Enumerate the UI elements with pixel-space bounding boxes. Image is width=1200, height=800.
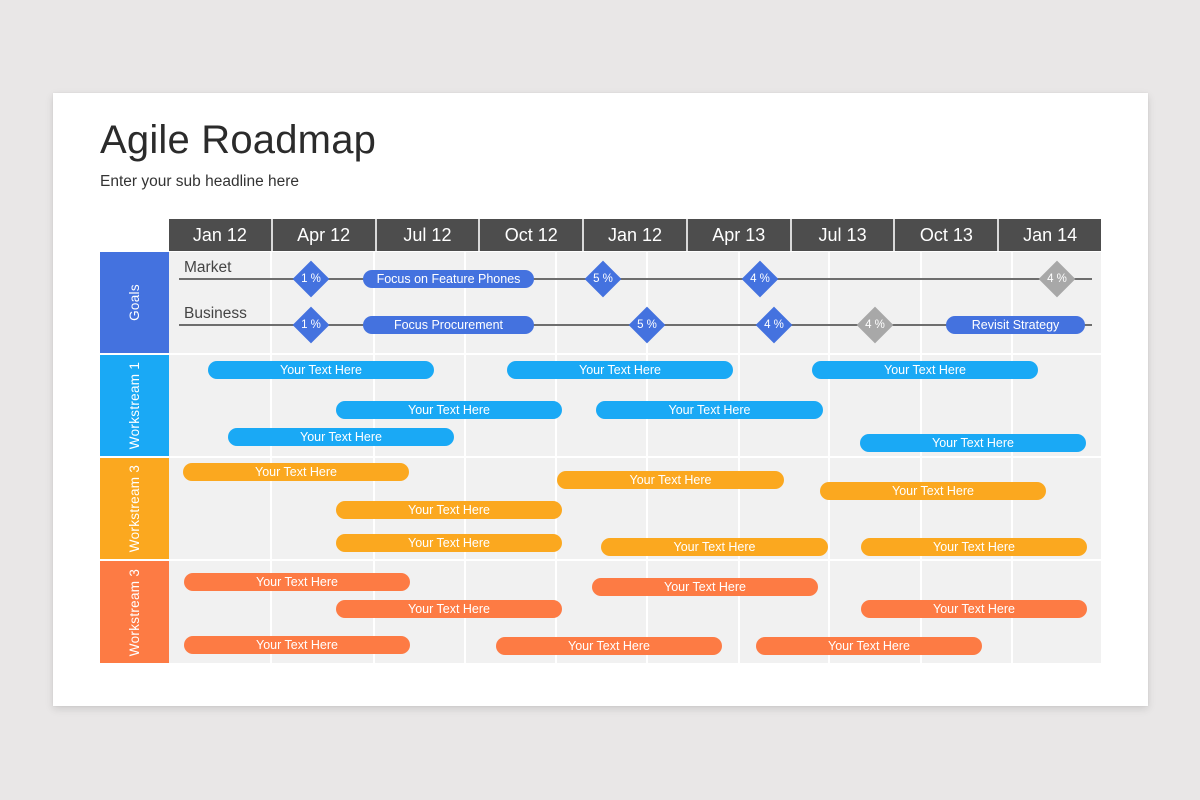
timeline-column-header: Apr 12 (270, 219, 375, 251)
grid-line (828, 458, 830, 559)
band-label-text: Workstream 1 (127, 361, 142, 450)
grid-line (373, 252, 375, 353)
grid-line (920, 458, 922, 559)
grid-line (828, 252, 830, 353)
grid-line (828, 561, 830, 663)
goal-pill-business: Revisit Strategy (946, 316, 1085, 334)
band-label-text: Goals (127, 284, 142, 321)
task-bar[interactable]: Your Text Here (596, 401, 823, 419)
timeline-column-header: Jan 12 (582, 219, 686, 251)
grid-line (464, 252, 466, 353)
timeline-header: Jan 12 Apr 12 Jul 12 Oct 12 Jan 12 Apr 1… (169, 219, 1102, 251)
grid-line (270, 561, 272, 663)
task-bar[interactable]: Your Text Here (228, 428, 454, 446)
band-label-goals: Goals (100, 252, 169, 353)
grid-line (920, 355, 922, 456)
band-label-workstream-1: Workstream 1 (100, 355, 169, 456)
timeline-column-header: Oct 13 (893, 219, 998, 251)
goal-line-market (179, 278, 1092, 280)
band-label-text: Workstream 3 (127, 568, 142, 656)
grid-line (1011, 355, 1013, 456)
task-bar[interactable]: Your Text Here (336, 534, 562, 552)
task-bar[interactable]: Your Text Here (208, 361, 434, 379)
task-bar[interactable]: Your Text Here (756, 637, 982, 655)
task-bar[interactable]: Your Text Here (184, 636, 410, 654)
goal-label-business: Business (184, 305, 247, 322)
grid-line (270, 355, 272, 456)
grid-line (555, 252, 557, 353)
milestone-value: 1 % (301, 273, 321, 285)
goal-label-market: Market (184, 259, 232, 276)
timeline-column-header: Jan 14 (997, 219, 1102, 251)
timeline-column-header: Apr 13 (685, 219, 790, 251)
page-title: Agile Roadmap (100, 118, 377, 162)
grid-line (1011, 252, 1013, 353)
milestone-value: 4 % (750, 273, 770, 285)
grid-line (270, 458, 272, 559)
task-bar[interactable]: Your Text Here (861, 538, 1087, 556)
band-label-workstream-3b: Workstream 3 (100, 561, 169, 663)
timeline-column-header: Jul 12 (374, 219, 479, 251)
grid-line (646, 561, 648, 663)
band-label-workstream-3a: Workstream 3 (100, 458, 169, 559)
grid-line (828, 355, 830, 456)
task-bar[interactable]: Your Text Here (496, 637, 722, 655)
task-bar[interactable]: Your Text Here (820, 482, 1046, 500)
grid-line (1011, 458, 1013, 559)
band-body-goals (169, 252, 1101, 353)
milestone-value: 4 % (1047, 273, 1067, 285)
grid-line (646, 458, 648, 559)
task-bar[interactable]: Your Text Here (183, 463, 409, 481)
task-bar[interactable]: Your Text Here (557, 471, 784, 489)
task-bar[interactable]: Your Text Here (184, 573, 410, 591)
task-bar[interactable]: Your Text Here (336, 401, 562, 419)
task-bar[interactable]: Your Text Here (860, 434, 1086, 452)
timeline-column-header: Jul 13 (789, 219, 894, 251)
task-bar[interactable]: Your Text Here (336, 501, 562, 519)
milestone-value: 5 % (637, 319, 657, 331)
milestone-value: 4 % (764, 319, 784, 331)
timeline-column-header: Jan 12 (169, 219, 271, 251)
band-label-text: Workstream 3 (127, 464, 142, 553)
milestone-value: 1 % (301, 319, 321, 331)
milestone-value: 5 % (593, 273, 613, 285)
task-bar[interactable]: Your Text Here (601, 538, 828, 556)
grid-line (738, 252, 740, 353)
goal-pill-market: Focus on Feature Phones (363, 270, 534, 288)
task-bar[interactable]: Your Text Here (861, 600, 1087, 618)
grid-line (738, 458, 740, 559)
task-bar[interactable]: Your Text Here (507, 361, 733, 379)
grid-line (738, 561, 740, 663)
timeline-column-header: Oct 12 (478, 219, 583, 251)
grid-line (646, 252, 648, 353)
goal-pill-business: Focus Procurement (363, 316, 534, 334)
task-bar[interactable]: Your Text Here (336, 600, 562, 618)
task-bar[interactable]: Your Text Here (592, 578, 818, 596)
grid-line (270, 252, 272, 353)
task-bar[interactable]: Your Text Here (812, 361, 1038, 379)
page-subtitle: Enter your sub headline here (100, 173, 300, 190)
milestone-value: 4 % (865, 319, 885, 331)
grid-line (920, 252, 922, 353)
